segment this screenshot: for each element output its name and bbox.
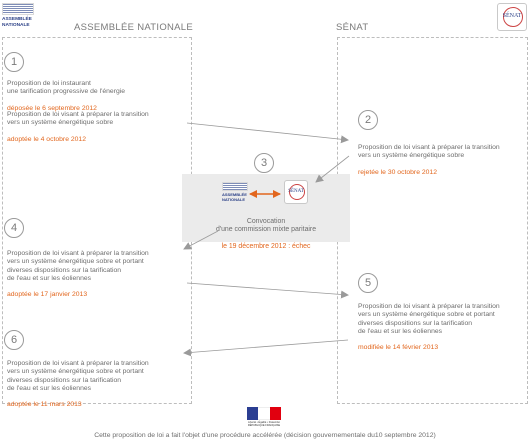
- step-3-desc: Convocation d'une commission mixte parit…: [215, 218, 317, 234]
- step-3-date: le 19 décembre 2012 : échec: [221, 242, 311, 250]
- senat-logo: SÉNAT: [497, 3, 527, 31]
- cmp-an-word-2: NATIONALE: [222, 196, 246, 202]
- step-1-desc-a: Proposition de loi instaurant une tarifi…: [7, 80, 126, 96]
- arrow-4-to-5: [186, 282, 349, 299]
- arrow-1-to-2: [186, 122, 349, 144]
- an-logo-word-1: ASSEMBLÉE: [2, 17, 32, 22]
- senat-title: SÉNAT: [336, 22, 369, 33]
- step-1-text-b: Proposition de loi visant à préparer la …: [7, 103, 187, 144]
- assemblee-title: ASSEMBLÉE NATIONALE: [74, 22, 194, 33]
- seal-icon: [503, 7, 523, 27]
- cmp-flag-icon: [222, 182, 248, 191]
- step-1-date-b: adoptée le 4 octobre 2012: [7, 135, 86, 143]
- senat-logo-text: SÉNAT: [502, 13, 522, 19]
- footer-note: Cette proposition de loi a fait l'objet …: [94, 432, 436, 439]
- step-1-date-a: déposée le 6 septembre 2012: [7, 104, 97, 112]
- step-4-date: adoptée le 17 janvier 2013: [7, 291, 88, 299]
- step-5-desc: Proposition de loi visant à préparer la …: [358, 303, 500, 335]
- step-5-text: Proposition de loi visant à préparer la …: [358, 295, 528, 352]
- cmp-senat-logo: SÉNAT: [284, 180, 308, 204]
- cmp-seal-icon: [289, 184, 305, 200]
- step-6-desc: Proposition de loi visant à préparer la …: [7, 360, 149, 392]
- arrow-5-to-6: [183, 339, 349, 357]
- step-4-text: Proposition de loi visant à préparer la …: [7, 242, 187, 299]
- step-6-date: adoptée le 11 mars 2013: [7, 401, 82, 409]
- arrow-3-to-4: [183, 230, 219, 250]
- step-2-desc: Proposition de loi visant à préparer la …: [358, 144, 500, 160]
- republique-francaise-logo: Liberté • Égalité • Fraternité RÉPUBLIQU…: [243, 407, 285, 431]
- step-6-text: Proposition de loi visant à préparer la …: [7, 352, 187, 409]
- step-2-text: Proposition de loi visant à préparer la …: [358, 136, 528, 177]
- cmp-assemblee-logo: ASSEMBLÉE NATIONALE: [222, 182, 248, 204]
- an-logo-word-2: NATIONALE: [2, 23, 30, 28]
- arrow-2-to-3: [315, 155, 350, 183]
- cmp-box: ASSEMBLÉE NATIONALE SÉNAT Convocation d'…: [182, 174, 350, 250]
- step-1-text-a: Proposition de loi instaurant une tarifi…: [7, 72, 187, 113]
- cmp-senat-text: SÉNAT: [288, 189, 304, 194]
- step-1-number: 1: [4, 52, 24, 72]
- step-1-desc-b: Proposition de loi visant à préparer la …: [7, 111, 149, 127]
- step-5-number: 5: [358, 273, 378, 293]
- step-4-number: 4: [4, 218, 24, 238]
- step-2-date: rejetée le 30 octobre 2012: [358, 168, 437, 176]
- step-3-number: 3: [254, 153, 274, 173]
- step-3-text: Convocation d'une commission mixte parit…: [182, 210, 350, 251]
- step-2-number: 2: [358, 110, 378, 130]
- tricolor-flag-icon: [247, 407, 281, 420]
- step-6-number: 6: [4, 330, 24, 350]
- assemblee-nationale-logo: ASSEMBLÉE NATIONALE: [2, 3, 34, 33]
- republique-logo-text: Liberté • Égalité • Fraternité RÉPUBLIQU…: [247, 421, 281, 428]
- cmp-an-word-1: ASSEMBLÉE: [222, 192, 247, 197]
- flag-icon: [2, 3, 34, 15]
- step-5-date: modifiée le 14 février 2013: [358, 344, 439, 352]
- step-4-desc: Proposition de loi visant à préparer la …: [7, 250, 149, 282]
